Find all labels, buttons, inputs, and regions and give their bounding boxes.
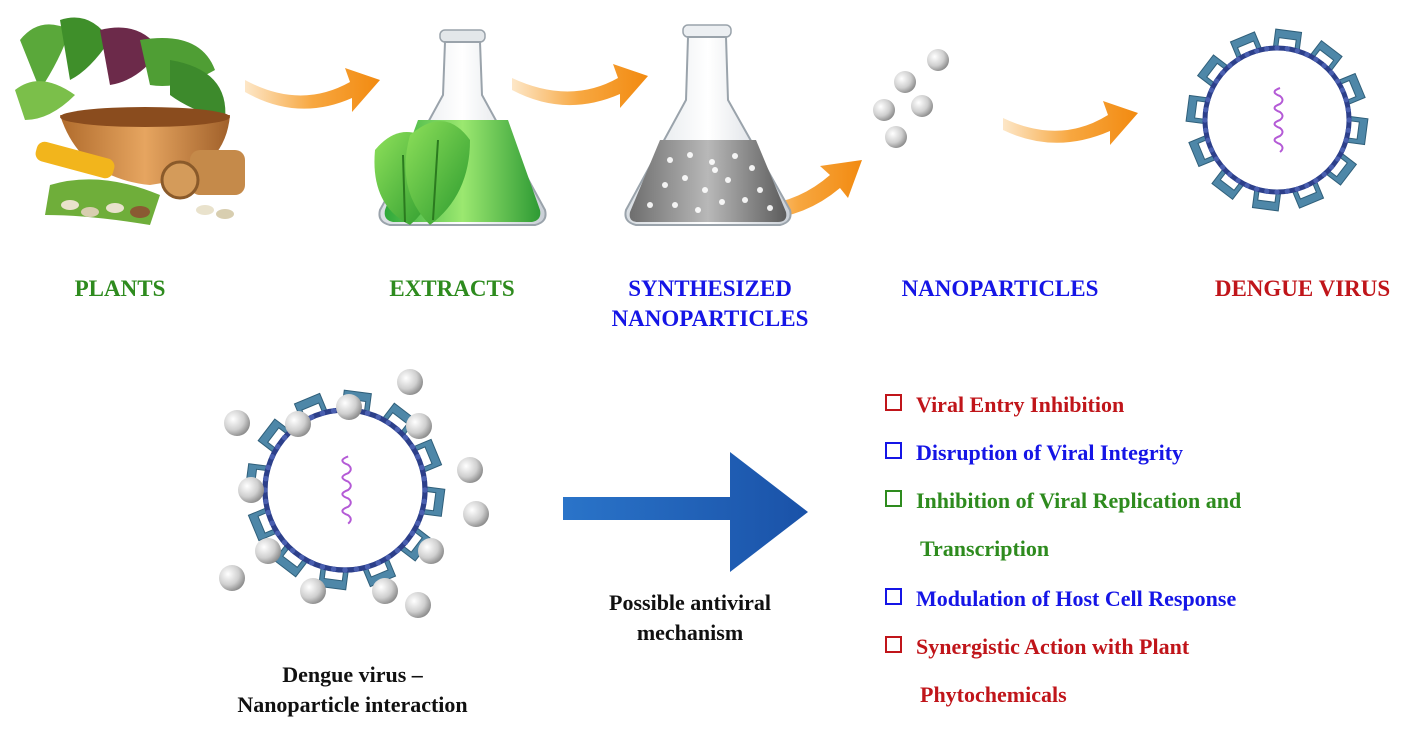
mechanism-item-2: Disruption of Viral Integrity	[885, 429, 1183, 477]
checkbox-square-icon	[885, 442, 902, 459]
virus-nanoparticle-interaction-icon	[219, 369, 489, 618]
plants-label: PLANTS	[74, 276, 166, 301]
orange-arrow-2	[512, 64, 648, 108]
extracts-label: EXTRACTS	[389, 276, 515, 301]
mechanism-item-4: Modulation of Host Cell Response	[885, 575, 1236, 623]
synthesized-flask-icon	[624, 24, 792, 226]
interaction-caption: Dengue virus – Nanoparticle interaction	[175, 660, 530, 720]
dengue-virus-icon	[1185, 28, 1369, 212]
extract-flask-icon	[374, 29, 547, 226]
interaction-caption-line1: Dengue virus –	[282, 662, 423, 687]
orange-arrow-4	[1003, 101, 1138, 145]
mechanism-item-1: Viral Entry Inhibition	[885, 381, 1124, 429]
checkbox-square-icon	[885, 588, 902, 605]
checkbox-square-icon	[885, 394, 902, 411]
checkbox-square-icon	[885, 490, 902, 507]
mechanism-item-5: Synergistic Action with Plant Phytochemi…	[885, 623, 1189, 719]
nanoparticles-label: NANOPARTICLES	[901, 276, 1099, 301]
herbs-mortar-icon	[15, 17, 245, 225]
synthesized-nanoparticles-label: SYNTHESIZED NANOPARTICLES	[580, 274, 840, 334]
arrow-caption: Possible antiviral mechanism	[555, 588, 825, 648]
antiviral-mechanism-arrow	[563, 452, 808, 572]
synthesized-label-line2: NANOPARTICLES	[611, 306, 809, 331]
checkbox-square-icon	[885, 636, 902, 653]
arrow-caption-line1: Possible antiviral	[609, 590, 771, 615]
nanoparticles-icon	[873, 49, 949, 148]
mechanism-item-3: Inhibition of Viral Replication and Tran…	[885, 477, 1241, 573]
interaction-caption-line2: Nanoparticle interaction	[237, 692, 468, 717]
arrow-caption-line2: mechanism	[636, 620, 744, 645]
dengue-virus-label: DENGUE VIRUS	[1214, 276, 1391, 301]
synthesized-label-line1: SYNTHESIZED	[628, 276, 792, 301]
orange-arrow-1	[245, 68, 380, 112]
